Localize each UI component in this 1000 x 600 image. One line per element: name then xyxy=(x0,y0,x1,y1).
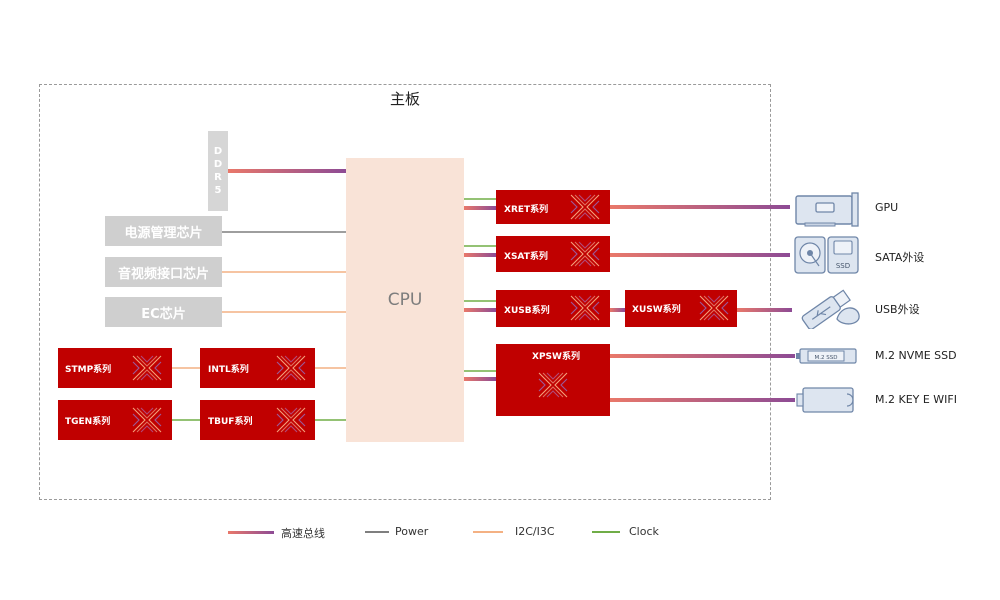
chip-logo-icon xyxy=(699,295,729,321)
tgen-chip: TGEN系列 xyxy=(58,400,172,440)
xusw-chip: XUSW系列 xyxy=(625,290,737,327)
m2-ssd-icon: M.2 SSD xyxy=(796,348,857,364)
bus-line-wifi xyxy=(610,398,795,402)
ddr-letter: D xyxy=(213,146,223,157)
ddr-letter: R xyxy=(214,172,222,183)
gpu-card-icon xyxy=(795,192,859,227)
bus-line-xusb xyxy=(464,308,496,312)
chip-label: XUSB系列 xyxy=(504,306,550,316)
usb-device-icon xyxy=(801,289,860,329)
legend-swatch-i2c xyxy=(473,531,503,533)
legend-label-bus: 高速总线 xyxy=(281,527,325,540)
sata-drive-icon: SSD xyxy=(794,236,859,274)
ddr5-memory: D D R 5 xyxy=(208,131,228,211)
chip-logo-icon xyxy=(538,372,568,398)
ssd-tag: SSD xyxy=(836,262,850,270)
chip-label: TGEN系列 xyxy=(65,417,111,427)
bus-line-xusb-xusw xyxy=(610,308,625,312)
xsat-chip: XSAT系列 xyxy=(496,236,610,272)
av-interface-chip: 音视频接口芯片 xyxy=(105,257,222,287)
chip-logo-icon xyxy=(276,355,306,381)
m2-wifi-card-icon xyxy=(796,387,854,413)
chip-logo-icon xyxy=(570,194,600,220)
tbuf-chip: TBUF系列 xyxy=(200,400,315,440)
ec-chip: EC芯片 xyxy=(105,297,222,327)
cpu-block: CPU xyxy=(346,158,464,442)
board-title: 主板 xyxy=(389,90,420,108)
bus-line-sata xyxy=(610,253,790,257)
xret-chip: XRET系列 xyxy=(496,190,610,224)
chip-logo-icon xyxy=(276,407,306,433)
legend-label-power: Power xyxy=(395,525,429,538)
legend-label-clock: Clock xyxy=(629,525,659,538)
gpu-label: GPU xyxy=(875,201,899,214)
cpu-label: CPU xyxy=(387,290,423,310)
chip-label: STMP系列 xyxy=(65,365,112,375)
chip-logo-icon xyxy=(570,295,600,321)
legend-swatch-bus xyxy=(228,531,274,534)
chip-logo-icon xyxy=(132,355,162,381)
sata-label: SATA外设 xyxy=(875,251,925,264)
ddr-letter: D xyxy=(213,159,223,170)
motherboard-outline xyxy=(39,84,771,500)
chip-label: XRET系列 xyxy=(504,205,549,215)
chip-label: XPSW系列 xyxy=(532,352,580,362)
chip-label: INTL系列 xyxy=(208,365,249,375)
bus-line-nvme xyxy=(610,354,795,358)
intl-chip: INTL系列 xyxy=(200,348,315,388)
legend-label-i2c: I2C/I3C xyxy=(515,525,555,538)
bus-line-usb xyxy=(737,308,792,312)
legend-swatch-clock xyxy=(592,531,620,533)
m2-tag: M.2 SSD xyxy=(815,355,838,361)
chip-label: TBUF系列 xyxy=(208,417,253,427)
chip-label: XUSW系列 xyxy=(632,305,681,315)
chip-logo-icon xyxy=(570,241,600,267)
bus-line-xret xyxy=(464,206,496,210)
xusb-chip: XUSB系列 xyxy=(496,290,610,327)
usb-label: USB外设 xyxy=(875,303,920,316)
xpsw-chip: XPSW系列 xyxy=(496,344,610,416)
chip-label: XSAT系列 xyxy=(504,252,548,262)
ddr-bus-line xyxy=(228,169,346,173)
bus-line-gpu xyxy=(610,205,790,209)
nvme-label: M.2 NVME SSD xyxy=(875,349,957,362)
chip-logo-icon xyxy=(132,407,162,433)
bus-line-xsat xyxy=(464,253,496,257)
power-management-chip: 电源管理芯片 xyxy=(105,216,222,246)
wifi-label: M.2 KEY E WIFI xyxy=(875,393,958,406)
bus-line-xpsw xyxy=(464,377,496,381)
stmp-chip: STMP系列 xyxy=(58,348,172,388)
ddr-letter: 5 xyxy=(214,185,222,196)
legend-swatch-power xyxy=(365,531,389,533)
